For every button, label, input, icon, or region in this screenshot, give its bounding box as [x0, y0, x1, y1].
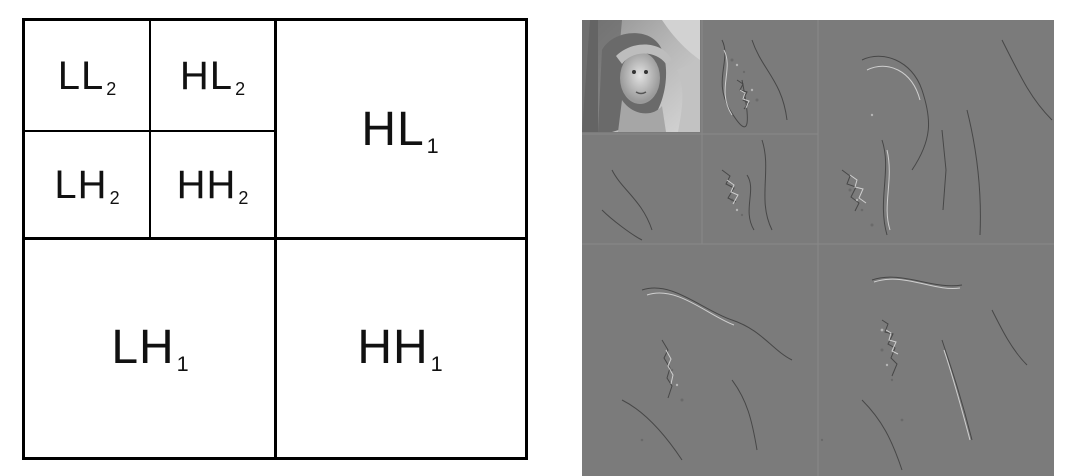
- subband-hh1-label: HH: [357, 321, 429, 374]
- subband-hl1-label: HL: [361, 103, 425, 156]
- subband-hl1: HL1: [276, 21, 525, 239]
- subband-hh1-level: 1: [430, 350, 444, 376]
- subband-hh1: HH1: [276, 239, 525, 457]
- subband-hl2-label: HL: [179, 54, 234, 98]
- divider-horizontal-level1: [25, 237, 525, 240]
- subband-ll2-label: LL: [57, 54, 105, 98]
- ll2-approximation-thumbnail: [582, 20, 700, 132]
- subband-lh1-level: 1: [176, 350, 190, 376]
- wavelet-decomposition-image: [582, 20, 1054, 476]
- subband-hl2-level: 2: [235, 79, 247, 100]
- subband-borders: [582, 20, 1054, 476]
- subband-ll2-level: 2: [106, 79, 118, 100]
- subband-lh1-label: LH: [111, 321, 175, 374]
- subband-lh2-level: 2: [109, 188, 121, 209]
- subband-hh2-level: 2: [238, 188, 250, 209]
- detail-edges-dark: [601, 39, 1053, 471]
- divider-horizontal-level2: [25, 130, 276, 132]
- subband-lh2-label: LH: [54, 163, 108, 207]
- wavelet-image-svg: [582, 20, 1054, 476]
- detail-edges-light: [646, 49, 971, 441]
- subband-lh1: LH1: [25, 239, 276, 457]
- detail-noise: [640, 58, 904, 442]
- detail-noise-light: [675, 63, 889, 387]
- subband-hh2-label: HH: [176, 163, 237, 207]
- subband-hl1-level: 1: [426, 132, 440, 158]
